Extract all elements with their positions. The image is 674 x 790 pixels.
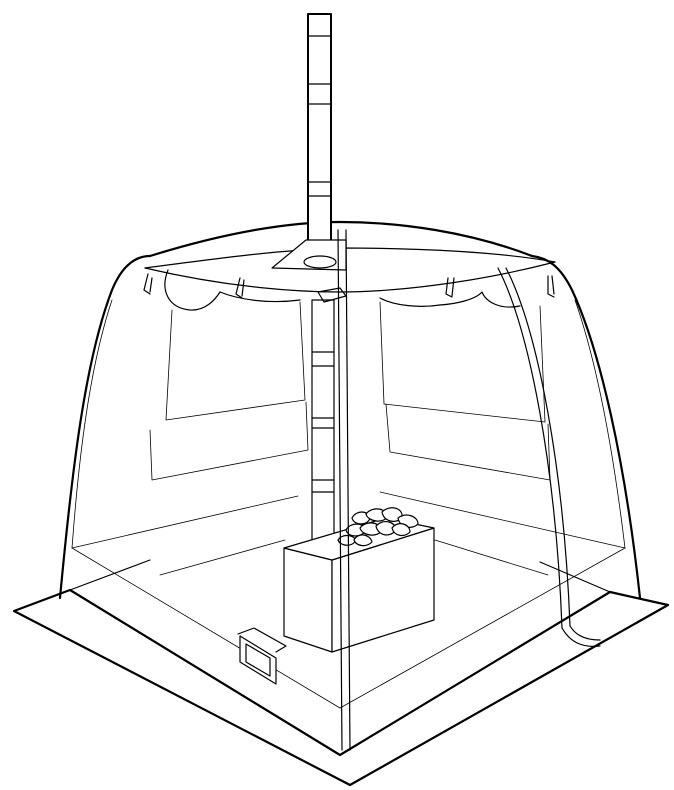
ceiling-ring (144, 261, 556, 293)
ceiling-hook-2 (235, 277, 243, 299)
pipe-clamp (317, 287, 347, 303)
right-lower-panel (385, 403, 551, 481)
tent-roof-arc (148, 220, 534, 258)
sauna-stove (283, 507, 435, 653)
right-pole-foot (561, 627, 601, 647)
sauna-stones (337, 507, 419, 547)
ceiling-hook-3 (445, 277, 453, 298)
tent-outline-right (530, 254, 642, 600)
pocket-frame (239, 635, 277, 685)
front-pole-right-edge (345, 229, 351, 751)
inner-floor-line-left (159, 539, 286, 576)
ceiling-hook-4 (547, 275, 555, 298)
front-pole-left-edge (337, 229, 343, 751)
support-poles (337, 229, 601, 751)
ceiling-canopy (143, 247, 556, 311)
right-wall-bottom-seam (539, 561, 611, 593)
front-right-floor-edge (339, 547, 626, 709)
right-pole-inner (505, 267, 571, 627)
tent-outline-left (58, 254, 152, 600)
roof-flashing-plate (271, 239, 347, 271)
inner-floor-line-right (434, 539, 549, 576)
left-wall-bottom-seam (69, 559, 151, 591)
pipe-upper (307, 13, 332, 259)
back-wall-panels (149, 301, 551, 481)
stove-front (283, 547, 333, 653)
pipe-lower (311, 299, 335, 549)
left-window-panel (165, 301, 306, 421)
front-left-floor-edge (71, 547, 341, 709)
back-left-floor-edge (71, 495, 299, 549)
front-pocket (237, 627, 287, 685)
right-pole-outer (497, 267, 563, 629)
stove-pipe (271, 13, 347, 549)
tent-shell (58, 220, 642, 709)
back-right-floor-edge (379, 491, 626, 549)
ceiling-hook-1 (143, 273, 151, 295)
left-lower-panel (149, 401, 309, 481)
right-window-panel (379, 301, 546, 423)
